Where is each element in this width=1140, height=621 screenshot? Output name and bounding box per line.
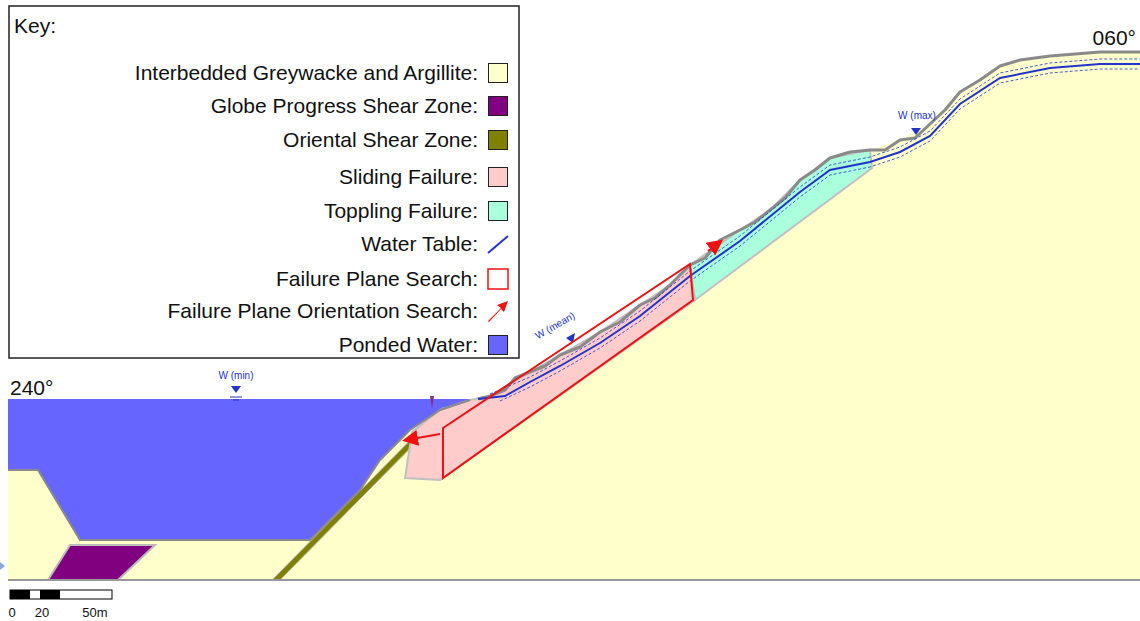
bearing-label: 060° [1093,26,1136,49]
orientation-marker [430,396,434,408]
key-heading: Key: [14,14,56,37]
bearing-label: 240° [10,376,53,399]
water-level-marker [911,128,921,135]
water-table [478,64,1140,399]
legend-sample [488,236,508,253]
legend-swatch [488,63,508,83]
water-level-marker [231,386,241,393]
scale-label: 50m [82,606,107,620]
water-table-sample [486,232,510,256]
water-level-marker [233,400,239,401]
legend-sample [488,301,508,322]
search-sample [486,267,510,291]
legend-swatch [488,96,508,116]
legend-swatch [488,201,508,221]
ground-surface [478,52,1140,399]
legend-text: Sliding Failure: [339,165,478,188]
water-table-band [490,59,1140,394]
scale-bar [10,590,30,599]
legend-text: Ponded Water: [339,333,478,356]
key-box [9,6,519,358]
ground-surface [8,400,470,540]
orientation-arrow [406,434,440,440]
orientation-arrow [708,242,720,251]
section-base [8,579,1140,581]
arrow-sample [486,299,510,323]
legend-text: Failure Plane Orientation Search: [168,299,479,322]
legend-text: Globe Progress Shear Zone: [211,94,478,117]
scale-label: 0 [8,606,15,620]
water-level-label: W (max) [898,110,936,121]
legend-swatch [488,130,508,150]
scale-bar [40,590,60,599]
legend-text: Water Table: [361,232,478,255]
water-table-band [500,69,1140,401]
legend-text: Failure Plane Search: [276,267,478,290]
globe-progress-shear-zone [48,545,155,580]
legend-swatch [488,335,508,355]
toppling-failure [690,150,872,300]
section-marker [0,562,5,570]
scale-bar [10,590,112,599]
legend-swatch [488,167,508,187]
water-level-marker [230,397,242,398]
legend-text: Oriental Shear Zone: [283,128,478,151]
legend-text: Toppling Failure: [324,199,478,222]
scale-label: 20 [35,606,49,620]
water-level-label: W (min) [219,370,254,381]
legend-sample [488,269,508,289]
legend-text: Interbedded Greywacke and Argillite: [135,61,478,84]
